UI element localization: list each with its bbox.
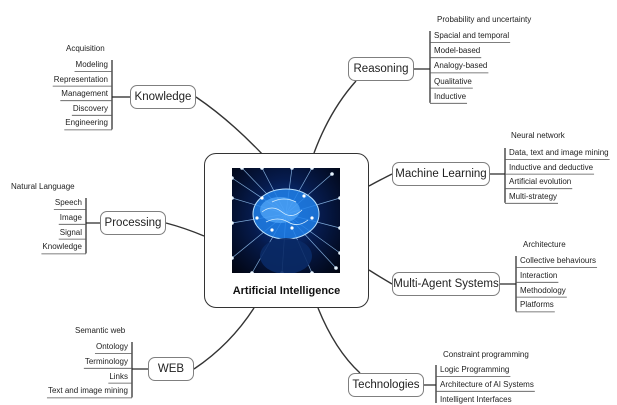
- leaf-item-machine-learning: Artificial evolution: [509, 177, 572, 187]
- brain-spark: [310, 216, 314, 220]
- brain-spark: [270, 228, 274, 232]
- leaf-item-technologies: Architecture of AI Systems: [440, 379, 534, 389]
- category-label-machine-learning: Neural network: [511, 131, 565, 140]
- branch-node-technologies: Technologies: [348, 373, 424, 397]
- leaf-item-processing: Signal: [59, 227, 82, 237]
- brain-folds: [261, 198, 309, 225]
- brain-network-image: [232, 168, 340, 273]
- leaf-item-machine-learning: Data, text and image mining: [509, 148, 609, 157]
- branch-node-web: WEB: [148, 357, 194, 381]
- brain-spark: [255, 216, 259, 220]
- leaf-item-machine-learning: Multi-strategy: [509, 191, 558, 201]
- leaf-item-technologies: Intelligent Interfaces: [440, 394, 512, 404]
- spoke-processing: [165, 222, 205, 237]
- brain-graphic: [232, 168, 340, 273]
- branch-node-multi-agent-systems: Multi-Agent Systems: [392, 272, 500, 296]
- leaf-item-web: Text and image mining: [47, 386, 128, 396]
- leaf-item-web: Links: [109, 371, 128, 381]
- leaf-item-reasoning: Inductive: [434, 91, 467, 101]
- branch-node-processing: Processing: [100, 211, 166, 235]
- branch-node-machine-learning: Machine Learning: [392, 162, 490, 186]
- category-label-knowledge: Acquisition: [66, 44, 105, 53]
- leaf-item-knowledge: Representation: [53, 74, 108, 84]
- category-label-multi-agent-systems: Architecture: [523, 240, 566, 249]
- category-label-web: Semantic web: [75, 326, 126, 335]
- leaf-item-machine-learning: Inductive and deductive: [509, 162, 594, 172]
- leaf-item-processing: Speech: [54, 198, 82, 207]
- category-label-reasoning: Probability and uncertainty: [437, 15, 532, 24]
- leaf-item-multi-agent-systems: Platforms: [520, 300, 554, 310]
- network-node: [232, 176, 234, 180]
- spoke-technologies: [317, 307, 361, 374]
- category-label-technologies: Constraint programming: [443, 350, 529, 359]
- network-node: [310, 168, 314, 170]
- leaf-item-multi-agent-systems: Collective behaviours: [520, 256, 597, 265]
- leaf-item-reasoning: Qualitative: [434, 76, 472, 86]
- network-node: [250, 271, 254, 273]
- leaf-item-web: Ontology: [95, 342, 128, 351]
- spoke-multi-agent-systems: [368, 269, 393, 285]
- network-node: [338, 226, 340, 230]
- category-label-processing: Natural Language: [11, 182, 75, 191]
- leaf-item-processing: Image: [59, 212, 82, 222]
- network-node: [232, 256, 234, 260]
- head-silhouette: [260, 238, 312, 273]
- network-node: [240, 168, 244, 170]
- network-node: [232, 196, 234, 200]
- network-node: [290, 168, 294, 170]
- leaf-item-knowledge: Modeling: [75, 60, 108, 69]
- network-node: [310, 271, 314, 273]
- leaf-item-knowledge: Management: [61, 89, 108, 99]
- leaf-item-multi-agent-systems: Methodology: [520, 285, 566, 295]
- leaf-item-technologies: Logic Programming: [440, 365, 510, 374]
- central-node-label: Artificial Intelligence: [232, 285, 341, 297]
- leaf-item-reasoning: Model-based: [434, 46, 481, 56]
- leaf-item-multi-agent-systems: Interaction: [520, 270, 558, 280]
- brain-spark: [290, 226, 294, 230]
- leaf-item-reasoning: Analogy-based: [434, 61, 488, 71]
- leaf-item-knowledge: Discovery: [72, 103, 108, 113]
- network-node: [232, 221, 234, 225]
- spoke-knowledge: [195, 96, 265, 157]
- brain-highlight: [260, 197, 300, 223]
- leaf-item-knowledge: Engineering: [65, 118, 108, 128]
- brain-spark: [260, 196, 264, 200]
- branch-node-knowledge: Knowledge: [130, 85, 196, 109]
- network-node: [338, 196, 340, 200]
- network-node: [338, 251, 340, 255]
- spoke-reasoning: [313, 80, 357, 154]
- spoke-machine-learning: [368, 173, 393, 187]
- network-node: [334, 266, 338, 270]
- network-node: [260, 168, 264, 170]
- spoke-web: [193, 307, 255, 370]
- leaf-item-processing: Knowledge: [42, 242, 82, 252]
- leaf-item-web: Terminology: [84, 356, 128, 366]
- leaf-item-reasoning: Spacial and temporal: [434, 31, 510, 40]
- brain-spark: [302, 194, 306, 198]
- network-node: [330, 172, 334, 176]
- branch-node-reasoning: Reasoning: [348, 57, 414, 81]
